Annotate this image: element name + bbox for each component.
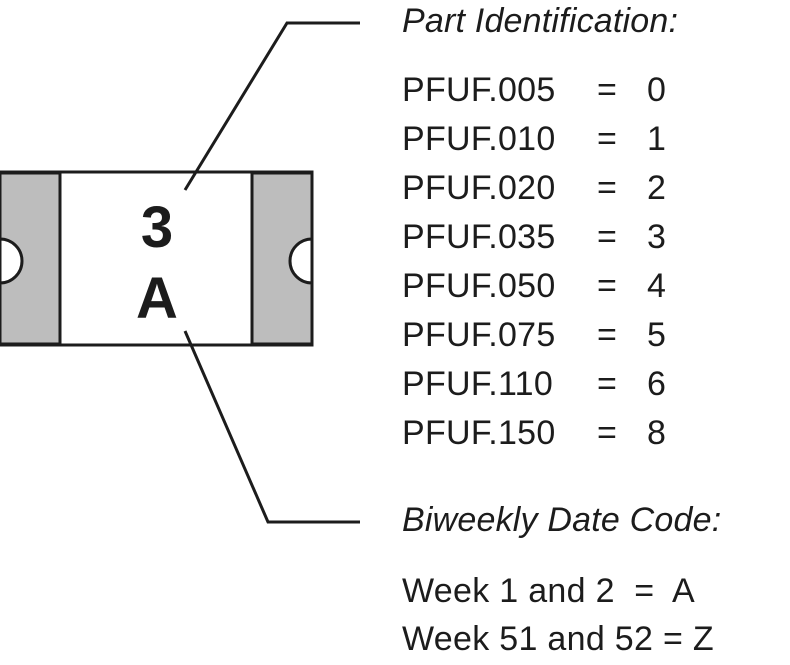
part-row: PFUF.150 (402, 414, 556, 453)
part-row: PFUF.035 (402, 218, 556, 257)
part-row-code: 0 (647, 71, 667, 109)
part-row-code: 5 (647, 316, 667, 354)
part-number: PFUF.110 (402, 365, 554, 403)
part-row-code: 8 (647, 414, 667, 452)
part-row: PFUF.050 (402, 267, 556, 306)
part-number: PFUF.035 (402, 218, 556, 256)
part-number: PFUF.005 (402, 71, 556, 109)
part-row-equals: = (597, 169, 618, 207)
part-row-code: 1 (647, 120, 667, 158)
left-terminal (0, 171, 62, 346)
part-row-equals: = (597, 71, 618, 109)
date-code-leader-line (183, 330, 360, 524)
date-code-row: Week 51 and 52 = Z (402, 620, 714, 658)
part-id-leader-line (183, 21, 360, 191)
part-row-code: 2 (647, 169, 667, 207)
part-row-code: 6 (647, 365, 667, 403)
part-row: PFUF.020 (402, 169, 556, 208)
part-row-equals: = (597, 218, 618, 256)
part-number: PFUF.050 (402, 267, 556, 305)
part-row-code: 3 (647, 218, 667, 256)
date-code-mark: A (136, 266, 178, 331)
part-row-equals: = (597, 316, 618, 354)
part-row-equals: = (597, 365, 618, 403)
part-row: PFUF.110 (402, 365, 553, 404)
rating-code-mark: 3 (141, 195, 173, 260)
part-number: PFUF.020 (402, 169, 556, 207)
date-code-heading: Biweekly Date Code: (402, 501, 722, 539)
right-terminal (250, 171, 314, 346)
part-row: PFUF.005 (402, 71, 556, 110)
part-row-equals: = (597, 267, 618, 305)
date-code-row: Week 1 and 2 = A (402, 572, 696, 610)
part-row-equals: = (597, 414, 618, 452)
part-row-code: 4 (647, 267, 667, 305)
part-number: PFUF.150 (402, 414, 556, 452)
part-row: PFUF.075 (402, 316, 556, 355)
part-number: PFUF.075 (402, 316, 556, 354)
part-row-equals: = (597, 120, 618, 158)
part-identification-heading: Part Identification: (402, 2, 679, 40)
part-number: PFUF.010 (402, 120, 556, 158)
part-row: PFUF.010 (402, 120, 556, 159)
